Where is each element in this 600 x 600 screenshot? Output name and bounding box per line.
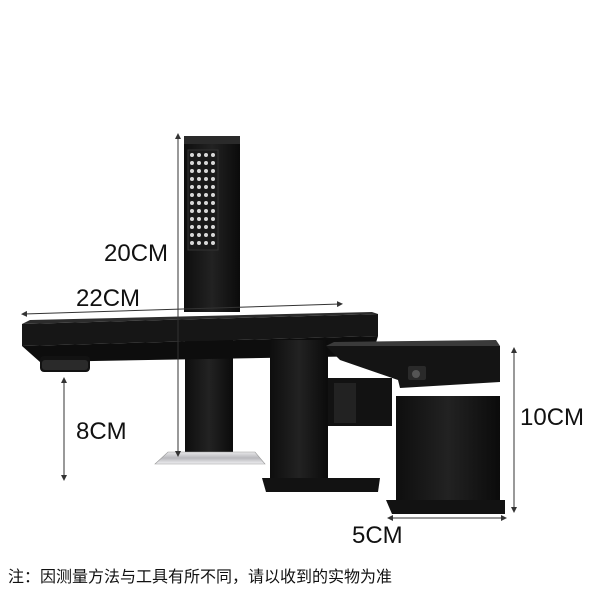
measurement-note: 注：因测量方法与工具有所不同，请以收到的实物为准 — [8, 567, 393, 586]
spray-nozzle — [204, 169, 208, 173]
spray-nozzle — [197, 225, 201, 229]
spray-nozzle — [204, 177, 208, 181]
spray-nozzle — [190, 201, 194, 205]
spray-nozzle — [190, 161, 194, 165]
spray-nozzle — [197, 217, 201, 221]
spray-nozzle — [190, 193, 194, 197]
spray-nozzle — [197, 193, 201, 197]
spray-nozzle — [204, 153, 208, 157]
spray-nozzle — [197, 233, 201, 237]
label-handshower-height: 20CM — [104, 240, 169, 267]
spray-nozzle — [211, 185, 215, 189]
spray-nozzle — [190, 241, 194, 245]
spray-nozzle — [197, 169, 201, 173]
spray-nozzle — [190, 209, 194, 213]
spray-nozzle — [190, 153, 194, 157]
spray-nozzle — [211, 217, 215, 221]
spray-nozzle — [190, 177, 194, 181]
spray-nozzle — [190, 217, 194, 221]
mixer-valve — [326, 340, 505, 514]
label-valve-height: 10CM — [520, 404, 585, 431]
spray-nozzle — [204, 225, 208, 229]
dim-22cm-line — [21, 301, 343, 317]
spray-nozzle — [211, 233, 215, 237]
spray-nozzle — [211, 209, 215, 213]
spray-nozzle — [197, 241, 201, 245]
spray-nozzle — [211, 153, 215, 157]
spray-nozzle — [190, 169, 194, 173]
spray-nozzle — [197, 161, 201, 165]
spray-nozzle — [211, 177, 215, 181]
spray-nozzle — [204, 209, 208, 213]
spray-nozzle — [197, 209, 201, 213]
spray-nozzle — [190, 233, 194, 237]
spray-nozzle — [211, 161, 215, 165]
spray-nozzle — [211, 225, 215, 229]
spray-nozzle — [204, 233, 208, 237]
spray-nozzle — [190, 185, 194, 189]
spray-nozzle — [197, 185, 201, 189]
label-spout-length: 22CM — [76, 285, 141, 312]
spray-nozzle — [204, 201, 208, 205]
spray-nozzle — [204, 193, 208, 197]
spray-nozzle — [190, 225, 194, 229]
diverter-knob — [328, 378, 392, 426]
spray-nozzle — [204, 185, 208, 189]
handshower — [154, 136, 266, 465]
spray-nozzle — [211, 193, 215, 197]
label-valve-width: 5CM — [352, 522, 403, 549]
spray-nozzle — [211, 241, 215, 245]
dimension-lines — [21, 133, 517, 521]
spray-nozzle — [211, 169, 215, 173]
spray-nozzle — [197, 153, 201, 157]
spray-nozzle — [197, 201, 201, 205]
spray-nozzle — [204, 241, 208, 245]
label-spout-height: 8CM — [76, 418, 127, 445]
spray-nozzle — [204, 161, 208, 165]
spray-nozzle — [204, 217, 208, 221]
spray-nozzles — [190, 153, 215, 245]
spray-nozzle — [197, 177, 201, 181]
spray-nozzle — [211, 201, 215, 205]
